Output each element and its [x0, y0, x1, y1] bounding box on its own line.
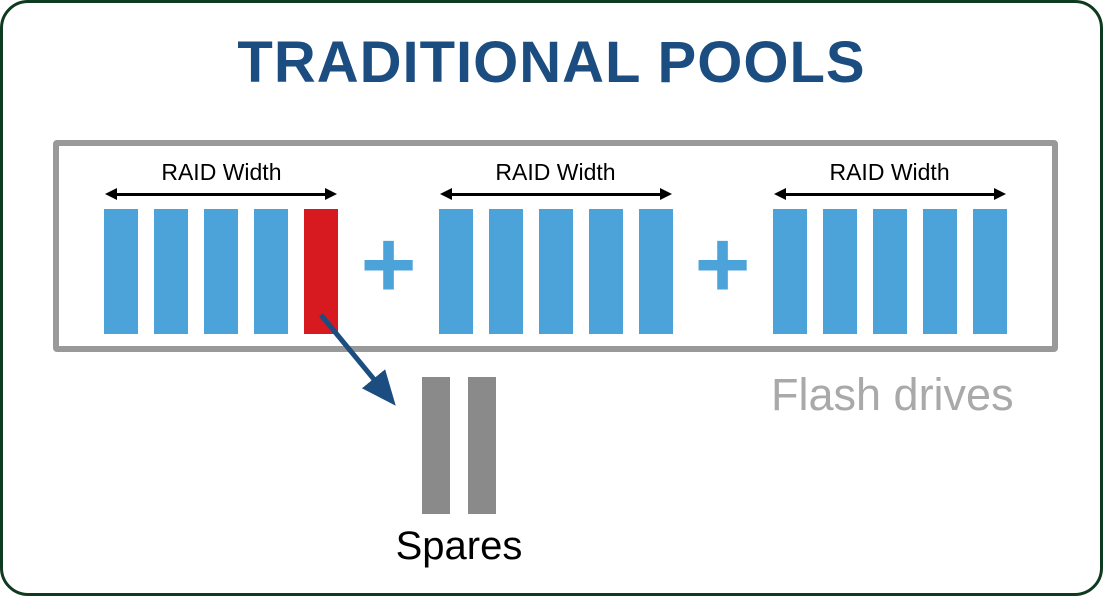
raid-width-label: RAID Width — [495, 158, 616, 185]
flash-drive — [638, 208, 673, 334]
flash-drive — [438, 208, 473, 334]
raid-width-arrow — [773, 187, 1006, 200]
flash-drive — [772, 208, 807, 334]
flash-drive — [104, 208, 139, 334]
flash-drive — [588, 208, 623, 334]
raid-group-3: RAID Width — [772, 158, 1007, 334]
drive-row — [104, 208, 339, 334]
drive-row — [438, 208, 673, 334]
plus-separator: + — [360, 210, 417, 318]
raid-width-label: RAID Width — [829, 158, 950, 185]
spare-drives-row — [384, 377, 534, 514]
flash-drive — [872, 208, 907, 334]
spare-drive — [468, 377, 496, 514]
flash-drive — [204, 208, 239, 334]
drive-row — [772, 208, 1007, 334]
flash-drive — [488, 208, 523, 334]
flash-drive — [822, 208, 857, 334]
flash-drive — [254, 208, 289, 334]
failed-drive — [304, 208, 339, 334]
raid-group-2: RAID Width — [438, 158, 673, 334]
flash-drive — [538, 208, 573, 334]
plus-separator: + — [694, 210, 751, 318]
diagram-title: TRADITIONAL POOLS — [237, 30, 866, 95]
flash-drive — [972, 208, 1007, 334]
flash-drive — [154, 208, 189, 334]
flash-drive — [922, 208, 957, 334]
flash-drives-label: Flash drives — [771, 369, 1014, 420]
raid-group-1: RAID Width — [104, 158, 339, 334]
raid-width-label: RAID Width — [161, 158, 282, 185]
pool-box: RAID Width + RAID Width + RAID Width — [53, 140, 1058, 352]
raid-groups-row: RAID Width + RAID Width + RAID Width — [104, 158, 1007, 334]
spare-drive — [422, 377, 450, 514]
spares-group: Spares — [384, 377, 534, 569]
raid-width-arrow — [105, 187, 338, 200]
spares-label: Spares — [395, 524, 523, 568]
raid-width-arrow — [439, 187, 672, 200]
